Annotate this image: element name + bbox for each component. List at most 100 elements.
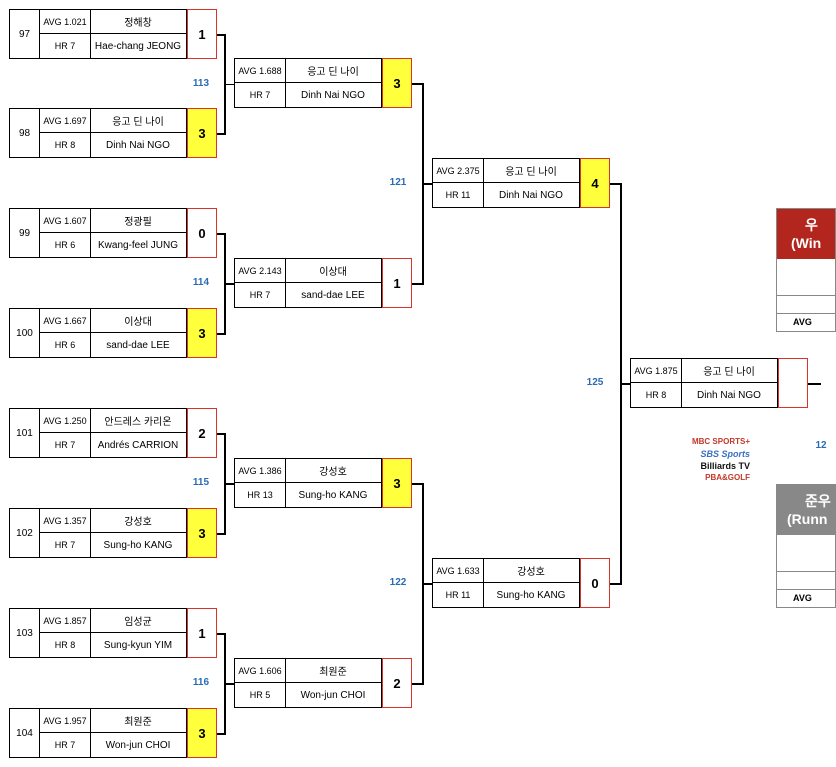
bracket-connector xyxy=(422,583,432,585)
avg-stat: AVG 2.143 xyxy=(235,259,286,282)
player-name-en: sand-dae LEE xyxy=(106,339,170,351)
hr-stat: HR 8 xyxy=(40,633,91,657)
score-box: 0 xyxy=(580,558,610,608)
hr-stat: HR 7 xyxy=(40,34,91,58)
player-row-top: AVG 1.607 정광필 xyxy=(40,209,186,233)
player-name-en: Dinh Nai NGO xyxy=(499,189,563,201)
score-box: 1 xyxy=(187,608,217,658)
match-number-label: 113 xyxy=(192,77,210,89)
player-name-kr: 이상대 xyxy=(124,317,152,328)
bracket-connector xyxy=(422,183,432,185)
bracket-connector xyxy=(217,333,224,335)
avg-stat: AVG 1.386 xyxy=(235,459,286,482)
match-label-partial: 12 xyxy=(815,440,827,451)
player-row-top: AVG 2.375 응고 딘 나이 xyxy=(433,159,579,183)
bracket-connector xyxy=(412,83,422,85)
player-name-kr: 최원준 xyxy=(319,667,347,678)
bracket-connector xyxy=(217,34,224,36)
hr-stat: HR 7 xyxy=(40,533,91,557)
player-name-kr: 안드레스 카리온 xyxy=(104,417,172,428)
match-number-label: 116 xyxy=(192,677,210,688)
seed-number: 104 xyxy=(9,708,39,758)
score-box: 3 xyxy=(187,308,217,358)
score-box xyxy=(778,358,808,408)
score-box: 3 xyxy=(187,108,217,158)
player-name-kr: 응고 딘 나이 xyxy=(505,167,557,178)
player-name-kr: 임성균 xyxy=(124,617,152,628)
player-name-en: Andrés CARRION xyxy=(97,439,179,451)
seed-number: 99 xyxy=(9,208,39,258)
player-name-en: Dinh Nai NGO xyxy=(301,89,365,101)
bracket-connector xyxy=(224,483,234,485)
avg-stat: AVG 1.633 xyxy=(433,559,484,582)
runnerup-box: 준우 (Runn AVG xyxy=(776,484,836,608)
player-name-kr: 강성호 xyxy=(319,467,347,478)
bracket-connector xyxy=(412,683,422,685)
runnerup-header: 준우 (Runn xyxy=(777,485,835,535)
hr-stat: HR 7 xyxy=(235,83,286,107)
bracket-connector xyxy=(217,233,224,235)
seed-number: 103 xyxy=(9,608,39,658)
hr-stat: HR 13 xyxy=(235,483,286,507)
winner-box: 우 (Win AVG xyxy=(776,208,836,332)
score-box: 2 xyxy=(187,408,217,458)
player-name-kr: 강성호 xyxy=(517,567,545,578)
avg-stat: AVG 1.697 xyxy=(40,109,91,132)
avg-stat: AVG 2.375 xyxy=(433,159,484,182)
seed-number: 100 xyxy=(9,308,39,358)
bracket-connector xyxy=(217,533,224,535)
player-name-en: Sung-kyun YIM xyxy=(103,639,173,651)
bracket-connector xyxy=(412,483,422,485)
runnerup-subtitle: (Runn xyxy=(787,511,828,527)
score-box: 1 xyxy=(382,258,412,308)
player-row-bottom: HR 7 Andrés CARRION xyxy=(40,433,186,457)
match-number-label: 114 xyxy=(192,277,210,288)
seed-number: 101 xyxy=(9,408,39,458)
player-name-en: Dinh Nai NGO xyxy=(697,389,761,401)
broadcaster-logos: MBC SPORTS+ SBS Sports Billiards TV PBA&… xyxy=(680,436,750,484)
hr-stat: HR 7 xyxy=(235,283,286,307)
hr-stat: HR 7 xyxy=(40,433,91,457)
score-box: 3 xyxy=(187,708,217,758)
avg-stat: AVG 1.607 xyxy=(40,209,91,232)
player-name-en: Kwang-feel JUNG xyxy=(97,239,179,251)
avg-stat: AVG 1.021 xyxy=(40,10,91,33)
player-name-kr: 최원준 xyxy=(124,717,152,728)
match-number-label: 125 xyxy=(586,377,604,388)
player-name-kr: 정광필 xyxy=(124,217,152,228)
score-box: 4 xyxy=(580,158,610,208)
match-number-label: 122 xyxy=(389,577,407,588)
score-box: 0 xyxy=(187,208,217,258)
player-name-en: Sung-ho KANG xyxy=(496,589,566,601)
winner-header: 우 (Win xyxy=(777,209,835,259)
player-name-kr: 응고 딘 나이 xyxy=(307,67,359,78)
winner-title: 우 xyxy=(805,217,818,233)
